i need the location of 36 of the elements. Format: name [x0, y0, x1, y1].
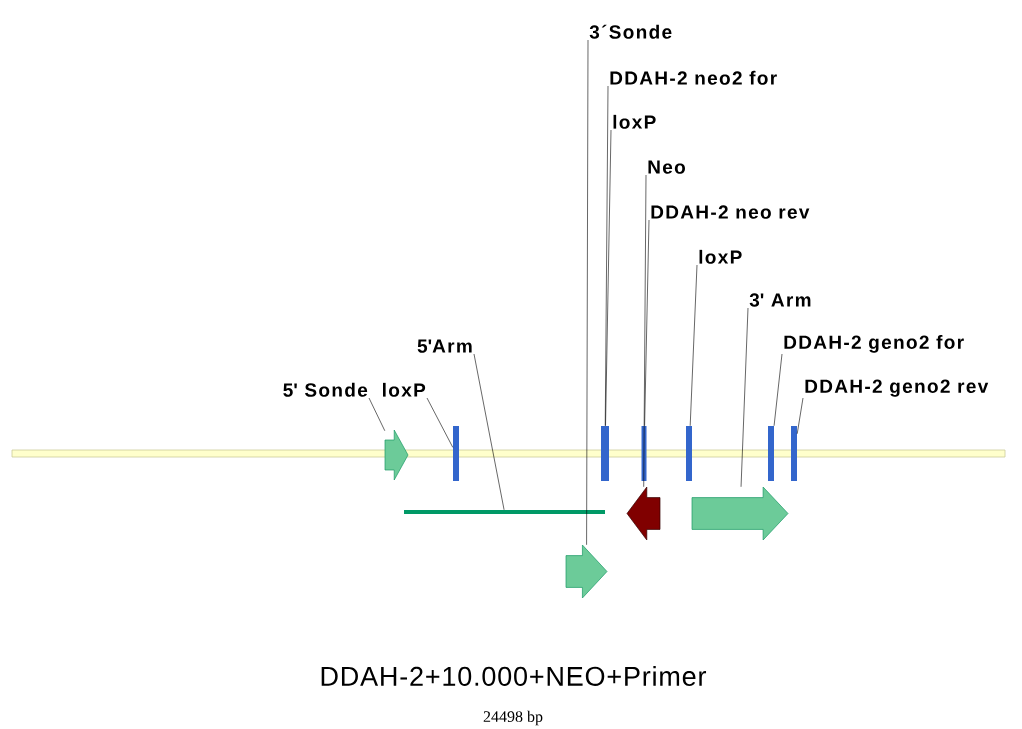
feature-label: loxP — [383, 382, 426, 397]
feature-label: DDAH-2 geno2 rev — [805, 379, 989, 397]
leader-line — [473, 353, 505, 511]
marker-bar — [768, 426, 774, 481]
plasmid-title: DDAH-2+10.000+NEO+Primer — [321, 666, 707, 686]
feature-label: 5'Arm — [417, 339, 472, 353]
leader-line — [689, 264, 698, 427]
feature-label: DDAH-2 neo2 for — [610, 70, 777, 85]
feature-label: loxP — [613, 114, 656, 129]
marker-bar — [601, 426, 609, 481]
feature-arrow — [565, 544, 608, 599]
feature-arrow — [626, 486, 661, 541]
feature-label: loxP — [699, 249, 742, 264]
size-label: 24498 bp — [483, 710, 543, 726]
leader-line — [773, 353, 783, 427]
leader-line — [643, 174, 647, 488]
marker-bar — [686, 426, 692, 481]
feature-arrow — [384, 429, 409, 481]
leader-line — [740, 307, 749, 488]
feature-label: DDAH-2 neo rev — [651, 205, 810, 219]
leader-line — [605, 129, 612, 427]
leader-line — [586, 39, 589, 546]
arm-line — [404, 510, 605, 514]
marker-bar — [453, 426, 459, 481]
leader-line — [426, 397, 454, 448]
feature-label: DDAH-2 geno2 for — [784, 335, 964, 353]
feature-label: 5' Sonde — [283, 382, 368, 397]
feature-label: 3´Sonde — [589, 24, 672, 39]
leader-line — [796, 397, 804, 435]
feature-label: 3' Arm — [749, 293, 811, 307]
marker-bar — [791, 426, 797, 481]
feature-arrow — [691, 486, 789, 541]
feature-label: Neo — [648, 160, 685, 174]
leader-line — [644, 219, 650, 427]
marker-bar — [641, 426, 647, 481]
leader-line — [368, 397, 386, 432]
